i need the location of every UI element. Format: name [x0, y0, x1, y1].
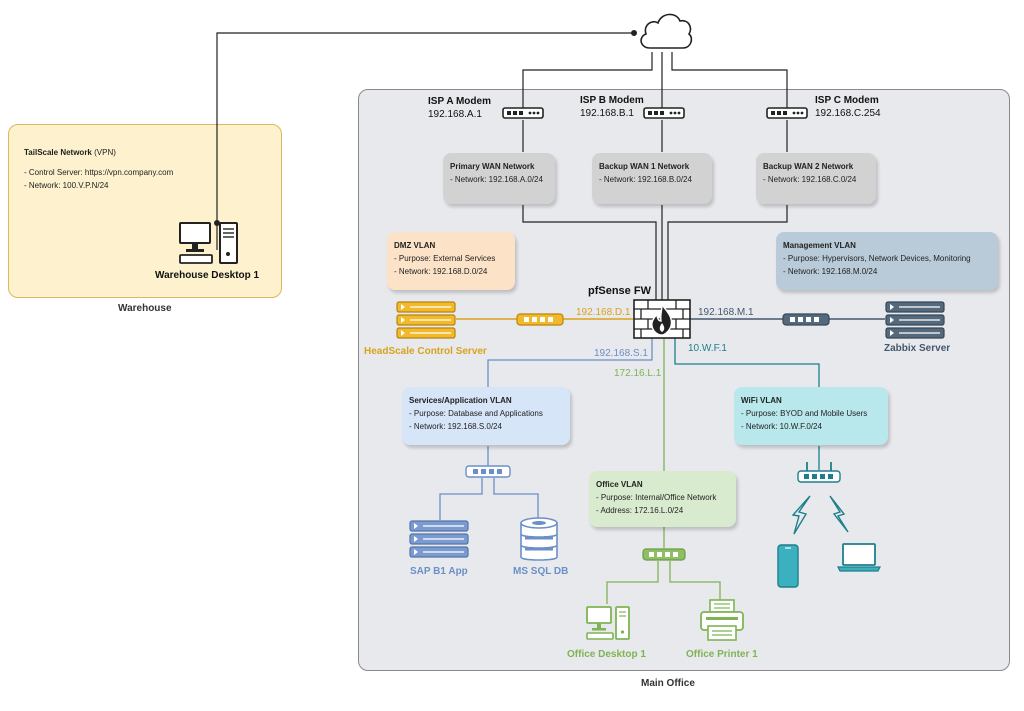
dmz-vlan-network: - Network: 192.168.D.0/24	[394, 267, 488, 276]
ms-sql-db-label: MS SQL DB	[513, 566, 569, 577]
mobile-phone-icon	[776, 543, 800, 594]
office-printer-label: Office Printer 1	[686, 649, 758, 660]
headscale-server-icon	[396, 301, 456, 344]
management-vlan-purpose: - Purpose: Hypervisors, Network Devices,…	[783, 254, 971, 263]
management-vlan-title: Management VLAN	[783, 241, 856, 250]
backup-wan-2-network: - Network: 192.168.C.0/24	[763, 175, 857, 184]
laptop-icon	[836, 542, 882, 577]
office-vlan-purpose: - Purpose: Internal/Office Network	[596, 493, 717, 502]
dmz-vlan-title: DMZ VLAN	[394, 241, 436, 250]
isp-c-modem-ip: 192.168.C.254	[815, 108, 881, 119]
cloud-icon	[636, 6, 694, 59]
backup-wan-2-title: Backup WAN 2 Network	[763, 162, 854, 171]
primary-wan-network: - Network: 192.168.A.0/24	[450, 175, 543, 184]
backup-wan-2-box: Backup WAN 2 Network - Network: 192.168.…	[756, 153, 876, 204]
management-vlan-box: Management VLAN - Purpose: Hypervisors, …	[776, 232, 998, 290]
modem-icon	[766, 106, 808, 125]
isp-a-modem-ip: 192.168.A.1	[428, 109, 482, 120]
wifi-vlan-box: WiFi VLAN - Purpose: BYOD and Mobile Use…	[734, 387, 888, 445]
management-vlan-network: - Network: 192.168.M.0/24	[783, 267, 878, 276]
office-vlan-title: Office VLAN	[596, 480, 643, 489]
isp-b-modem-ip: 192.168.B.1	[580, 108, 634, 119]
switch-icon	[782, 313, 830, 331]
warehouse-region	[8, 124, 282, 298]
zabbix-server-label: Zabbix Server	[884, 343, 951, 354]
office-vlan-box: Office VLAN - Purpose: Internal/Office N…	[589, 471, 736, 527]
office-gateway-ip: 172.16.L.1	[614, 368, 662, 379]
tailscale-control-server: - Control Server: https://vpn.company.co…	[24, 168, 174, 177]
headscale-server-label: HeadScale Control Server	[364, 346, 487, 357]
isp-a-modem-title: ISP A Modem	[428, 96, 491, 107]
backup-wan-1-network: - Network: 192.168.B.0/24	[599, 175, 692, 184]
tailscale-suffix: (VPN)	[91, 148, 116, 157]
backup-wan-1-box: Backup WAN 1 Network - Network: 192.168.…	[592, 153, 712, 204]
printer-icon	[699, 598, 745, 647]
services-vlan-purpose: - Purpose: Database and Applications	[409, 409, 543, 418]
wifi-gateway-ip: 10.W.F.1	[688, 343, 727, 354]
dmz-gateway-ip: 192.168.D.1	[576, 307, 631, 318]
management-gateway-ip: 192.168.M.1	[698, 307, 754, 318]
firewall-icon	[633, 299, 691, 344]
wifi-vlan-title: WiFi VLAN	[741, 396, 782, 405]
isp-c-modem-title: ISP C Modem	[815, 95, 879, 106]
main-office-region-label: Main Office	[641, 678, 695, 689]
switch-icon	[516, 313, 564, 331]
desktop-computer-icon	[585, 604, 631, 647]
warehouse-region-label: Warehouse	[118, 303, 172, 314]
warehouse-desktop-label: Warehouse Desktop 1	[155, 270, 260, 281]
isp-b-modem-title: ISP B Modem	[580, 95, 644, 106]
wifi-vlan-purpose: - Purpose: BYOD and Mobile Users	[741, 409, 868, 418]
firewall-label: pfSense FW	[588, 285, 651, 297]
dmz-vlan-purpose: - Purpose: External Services	[394, 254, 496, 263]
switch-icon	[642, 548, 686, 566]
primary-wan-box: Primary WAN Network - Network: 192.168.A…	[443, 153, 555, 204]
switch-icon	[465, 465, 511, 483]
wireless-access-point-icon	[797, 460, 841, 489]
services-gateway-ip: 192.168.S.1	[594, 348, 648, 359]
wireless-signal-icon	[826, 494, 852, 541]
office-vlan-address: - Address: 172.16.L.0/24	[596, 506, 684, 515]
modem-icon	[502, 106, 544, 125]
tailscale-network: - Network: 100.V.P.N/24	[24, 181, 109, 190]
modem-icon	[643, 106, 685, 125]
primary-wan-title: Primary WAN Network	[450, 162, 535, 171]
tailscale-network-info: TailScale Network (VPN) - Control Server…	[24, 146, 173, 192]
wifi-vlan-network: - Network: 10.W.F.0/24	[741, 422, 822, 431]
wireless-signal-icon	[790, 494, 814, 541]
services-vlan-title: Services/Application VLAN	[409, 396, 512, 405]
desktop-computer-icon	[178, 220, 240, 271]
sap-app-server-icon	[409, 520, 469, 563]
tailscale-title: TailScale Network	[24, 148, 92, 157]
zabbix-server-icon	[885, 301, 945, 344]
sap-app-label: SAP B1 App	[410, 566, 468, 577]
services-vlan-network: - Network: 192.168.S.0/24	[409, 422, 502, 431]
database-server-icon	[519, 517, 559, 568]
dmz-vlan-box: DMZ VLAN - Purpose: External Services - …	[387, 232, 515, 290]
office-desktop-label: Office Desktop 1	[567, 649, 646, 660]
backup-wan-1-title: Backup WAN 1 Network	[599, 162, 690, 171]
services-vlan-box: Services/Application VLAN - Purpose: Dat…	[402, 387, 570, 445]
